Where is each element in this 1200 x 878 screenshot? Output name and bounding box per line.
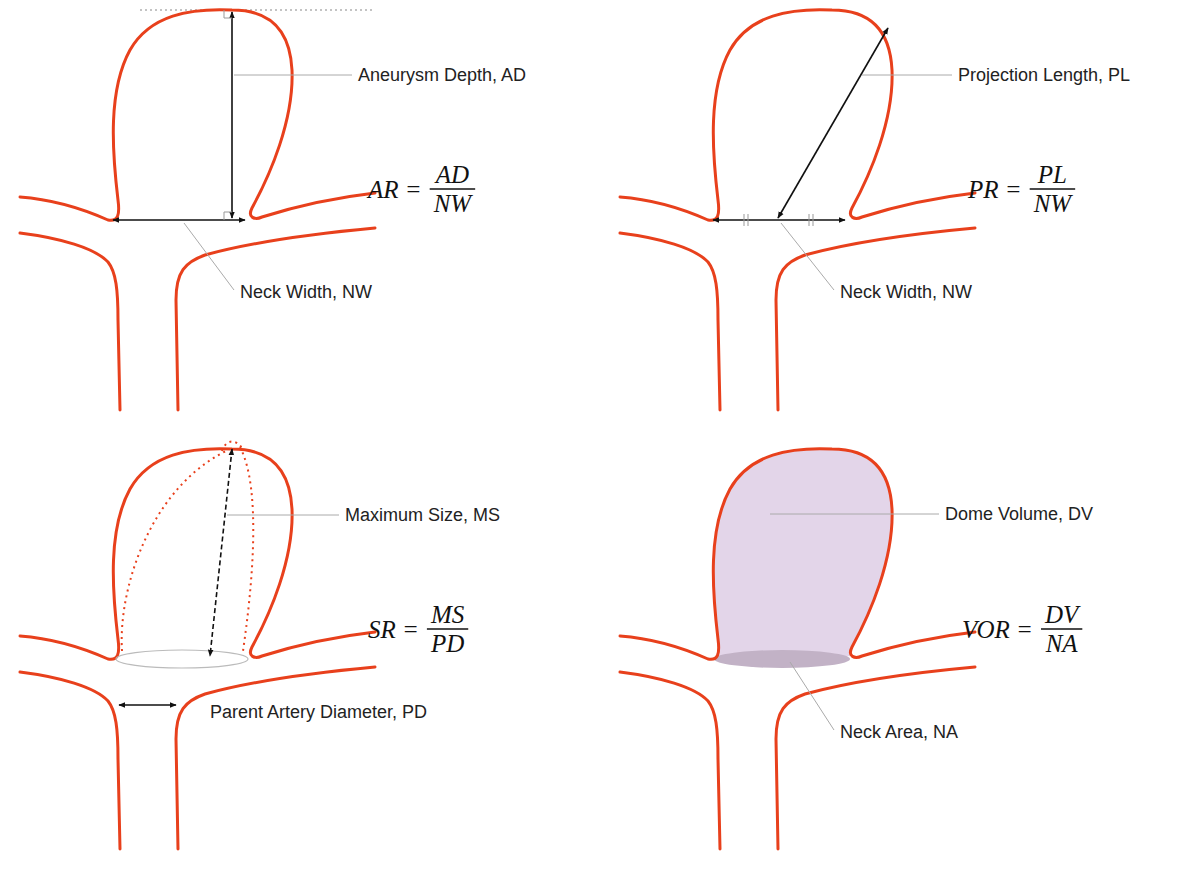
formula-term: AR = bbox=[368, 176, 422, 205]
measurement-label: Dome Volume, DV bbox=[945, 504, 1093, 525]
panel-aspect-ratio bbox=[20, 10, 375, 410]
panel-projection-ratio bbox=[620, 10, 975, 410]
formula-term: NW bbox=[434, 190, 472, 219]
fraction-bar bbox=[1041, 628, 1082, 629]
formula-term: PR = bbox=[968, 176, 1022, 205]
leader-line bbox=[862, 75, 952, 76]
leader-line bbox=[770, 514, 939, 515]
leader-line bbox=[184, 223, 234, 290]
formula-term: NA bbox=[1046, 630, 1078, 659]
measurement-label: Projection Length, PL bbox=[958, 65, 1130, 86]
fraction-bar bbox=[430, 188, 476, 189]
formula-term: SR = bbox=[368, 616, 419, 645]
formula-term: VOR = bbox=[962, 616, 1033, 645]
measurement-label: Parent Artery Diameter, PD bbox=[210, 702, 427, 723]
formula-term: PD bbox=[431, 630, 464, 659]
formula-term: NW bbox=[1034, 190, 1072, 219]
measurement-label: Maximum Size, MS bbox=[345, 505, 500, 526]
measurement-label: Neck Width, NW bbox=[840, 282, 972, 303]
fraction-bar bbox=[427, 628, 468, 629]
formula-term: DV bbox=[1045, 601, 1078, 630]
measurement-label: Neck Width, NW bbox=[240, 282, 372, 303]
panel-volume-ratio bbox=[620, 449, 975, 849]
leader-lines bbox=[184, 75, 952, 730]
formula-term: MS bbox=[431, 601, 464, 630]
fraction-bars bbox=[427, 189, 1082, 629]
measurement-label: Aneurysm Depth, AD bbox=[358, 65, 526, 86]
formula-term: AD bbox=[436, 161, 469, 190]
fraction-bar bbox=[1030, 188, 1076, 189]
formula-term: PL bbox=[1038, 161, 1067, 190]
leader-line bbox=[790, 662, 834, 730]
leader-line bbox=[227, 515, 339, 516]
leader-line bbox=[234, 75, 352, 76]
leader-line bbox=[781, 223, 834, 290]
panel-size-ratio bbox=[20, 442, 375, 849]
measurement-label: Neck Area, NA bbox=[840, 722, 958, 743]
